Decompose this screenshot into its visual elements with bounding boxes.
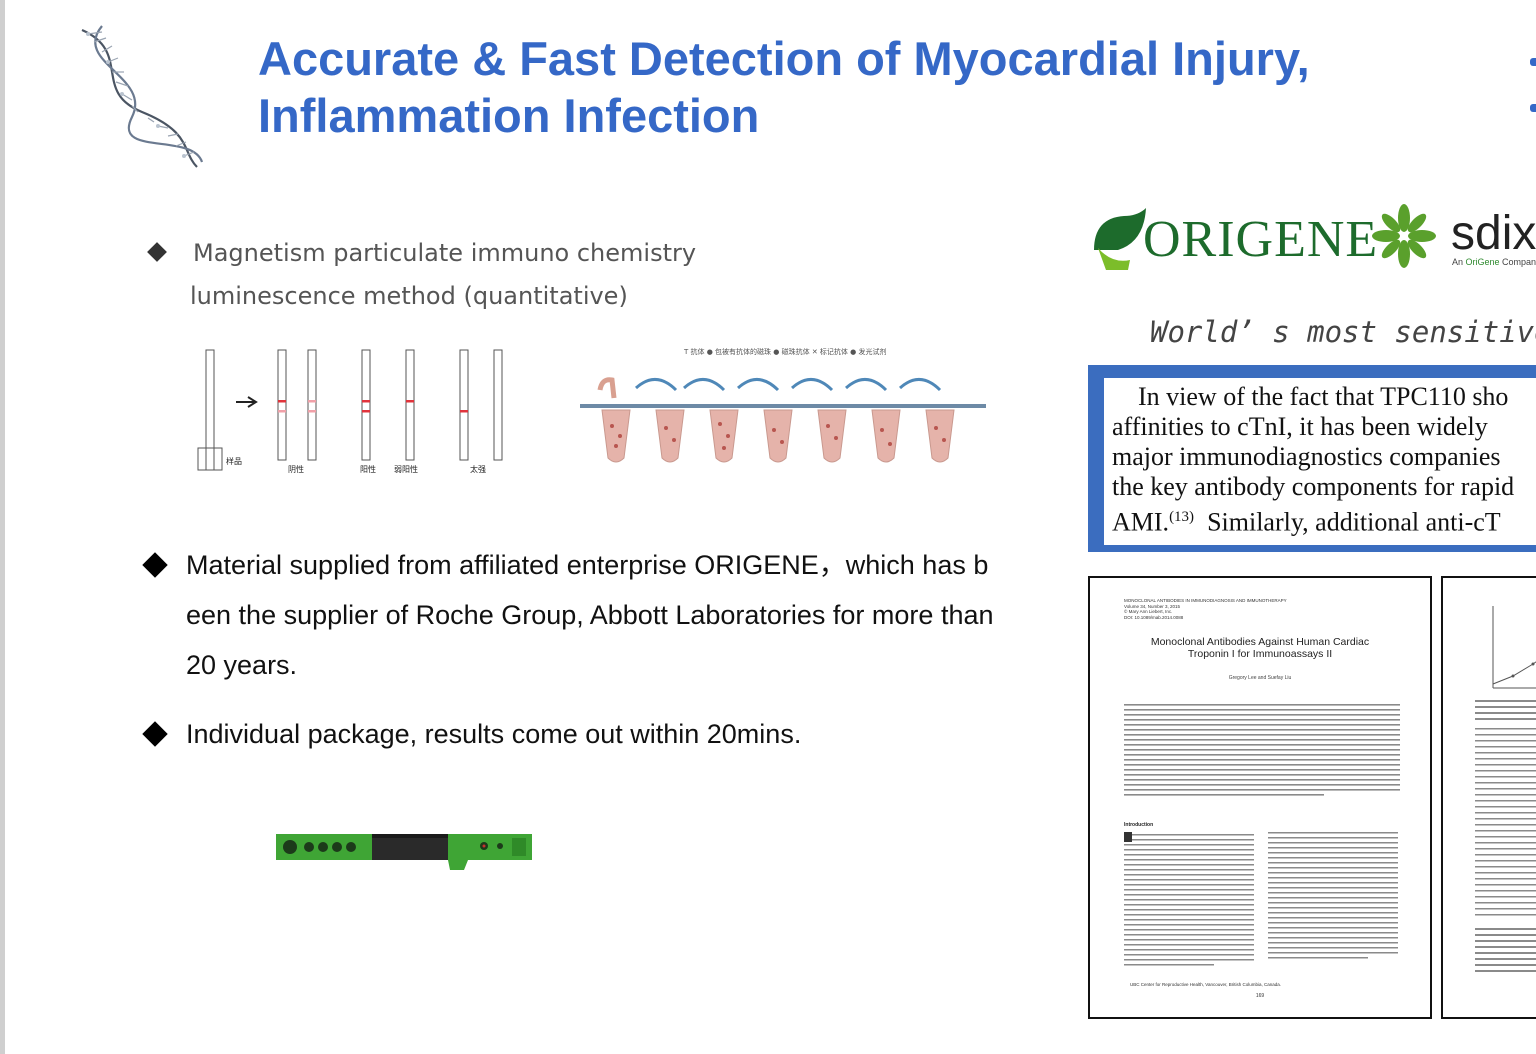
quote-text: In view of the fact that TPC110 sho affi…: [1104, 378, 1536, 545]
page-title-line-1: Accurate & Fast Detection of Myocardial …: [258, 32, 1310, 85]
method-text: Magnetism particulate immuno chemistry l…: [190, 232, 710, 318]
quote-line-5-rest: Similarly, additional anti-cT: [1194, 507, 1501, 537]
tube-legend: T 抗体 ● 包被有抗体的磁珠 ● 磁珠抗体 ✕ 标记抗体 ● 发光试剂: [683, 347, 887, 356]
paper-abstract-lines: [1124, 704, 1400, 796]
paper-intro-heading: Introduction: [1124, 822, 1154, 828]
label-sample: 样品: [226, 456, 242, 466]
sdix-subtitle: An OriGene Company: [1452, 257, 1536, 267]
paper-2-figure: [1475, 606, 1536, 972]
tagline: World’ s most sensitive: [1150, 315, 1536, 349]
paper-doi: DOI: 10.1089/mab.2014.0088: [1124, 614, 1184, 620]
page-title-line-2: Inflammation Infection: [258, 89, 760, 142]
edge-marker: [1530, 104, 1536, 112]
paper-thumbnail-2: [1441, 576, 1536, 1019]
paper-authors: Gregory Lee and Suefay Liu: [1228, 675, 1292, 681]
label-weak-positive: 弱阳性: [394, 464, 418, 474]
method-line-2: luminescence method (quantitative): [190, 282, 628, 310]
paper-volume: Volume 34, Number 3, 2015: [1124, 603, 1181, 609]
quote-line-1: In view of the fact that TPC110 sho: [1138, 382, 1509, 411]
edge-marker: [1530, 58, 1536, 66]
quote-box: In view of the fact that TPC110 sho affi…: [1088, 365, 1536, 552]
origene-wordmark: ORIGENE: [1143, 211, 1379, 268]
method-line-1: Magnetism particulate immuno chemistry: [193, 239, 697, 267]
strip-sample: [205, 349, 215, 471]
label-positive: 阳性: [360, 464, 376, 474]
material-line-1: Material supplied from affiliated enterp…: [186, 550, 989, 580]
label-high: 太强: [470, 464, 486, 474]
package-text: Individual package, results come out wit…: [186, 719, 802, 749]
sdix-wordmark: sdix: [1451, 207, 1536, 260]
quote-line-3: major immunodiagnostics companies: [1112, 442, 1501, 471]
paper-column-right: [1268, 832, 1398, 959]
material-text: Material supplied from affiliated enterp…: [186, 540, 1046, 690]
magnet-bar: [580, 404, 986, 408]
paper-footnote: UBC Center for Reproductive Health, Vanc…: [1130, 982, 1281, 987]
paper-title-line-1: Monoclonal Antibodies Against Human Card…: [1150, 636, 1370, 648]
quote-line-2: affinities to cTnI, it has been widely: [1112, 412, 1488, 441]
quote-line-5-text: AMI.: [1112, 507, 1170, 537]
sdix-sub-suffix: Company: [1502, 257, 1536, 267]
dna-helix-icon: [81, 25, 204, 168]
paper-title-line-2: Troponin I for Immunoassays II: [1187, 648, 1333, 660]
quote-line-4: the key antibody components for rapid: [1112, 472, 1515, 501]
paper-copyright: © Mary Ann Liebert, Inc.: [1124, 609, 1173, 614]
material-line-2: een the supplier of Roche Group, Abbott …: [186, 600, 994, 630]
material-line-3: 20 years.: [186, 650, 298, 680]
page-title: Accurate & Fast Detection of Myocardial …: [258, 30, 1378, 144]
paper-title: Monoclonal Antibodies Against Human Card…: [1090, 636, 1430, 660]
paper-journal: MONOCLONAL ANTIBODIES IN IMMUNODIAGNOSIS…: [1124, 598, 1287, 603]
bullet-diamond: [142, 721, 168, 747]
reaction-tubes-diagram: T 抗体 ● 包被有抗体的磁珠 ● 磁珠抗体 ✕ 标记抗体 ● 发光试剂: [580, 347, 986, 463]
sdix-sub-prefix: An: [1452, 257, 1466, 267]
paper-thumbnail: MONOCLONAL ANTIBODIES IN IMMUNODIAGNOSIS…: [1088, 576, 1432, 1019]
bullet-diamond: [142, 552, 168, 578]
quote-citation: (13): [1169, 509, 1195, 525]
paper-page-number: 169: [1255, 993, 1265, 999]
test-strip-diagram: 样品 阴性 阳性 弱阳性 太强: [197, 349, 503, 474]
paper-column-left: [1124, 832, 1254, 966]
label-negative: 阴性: [288, 464, 304, 474]
origene-logo: [1094, 204, 1436, 270]
bullet-diamond: [147, 242, 167, 262]
arrow-right-icon: [236, 396, 258, 408]
paper-meta: MONOCLONAL ANTIBODIES IN IMMUNODIAGNOSIS…: [1124, 598, 1287, 620]
left-edge-rule: [0, 0, 5, 1054]
quote-line-5: AMI.(13) Similarly, additional anti-cT: [1112, 502, 1536, 538]
sdix-sub-brand: OriGene: [1465, 257, 1500, 267]
test-cartridge-image: [276, 834, 532, 870]
